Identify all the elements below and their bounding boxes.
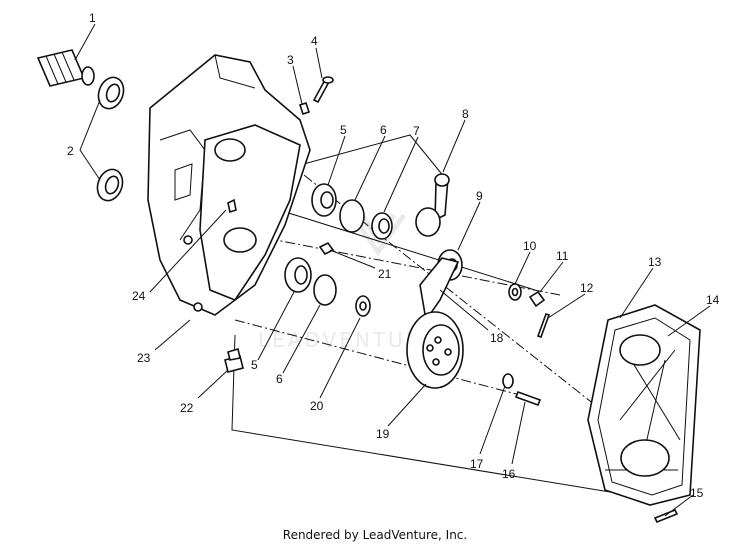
callout-8: 8 [462,107,469,121]
callout-13: 13 [648,255,662,269]
cover-bolt-15 [653,508,679,524]
plug-22 [224,347,244,373]
callout-17: 17 [470,457,484,471]
bearing-upper [311,183,337,217]
nut-21 [318,241,335,256]
callout-12: 12 [580,281,594,295]
callout-6-lower: 6 [276,372,283,386]
washer-20 [355,295,371,317]
washer-10 [508,283,522,301]
callout-18: 18 [490,331,504,345]
snap-ring-lower [313,274,337,306]
watermark-text: LEADVENTURE [258,328,438,352]
bolt-3 [298,101,311,116]
bushing [371,212,393,240]
drive-chain [419,257,460,323]
callout-7: 7 [413,124,420,138]
callout-leaders [74,23,711,517]
callout-5-lower: 5 [251,358,258,372]
callout-2: 2 [67,144,74,158]
callout-22: 22 [180,401,194,415]
callout-16: 16 [502,467,516,481]
bearing-lower [284,257,312,293]
callout-9: 9 [476,189,483,203]
callout-6: 6 [380,123,387,137]
callout-4: 4 [311,34,318,48]
callout-15: 15 [690,486,704,500]
callout-19: 19 [376,427,390,441]
render-credit: Rendered by LeadVenture, Inc. [282,528,468,542]
callout-24: 24 [132,289,146,303]
input-shaft [36,49,95,87]
callout-10: 10 [523,239,537,253]
callout-14: 14 [706,293,720,307]
callout-21: 21 [378,267,392,281]
callout-labels: 1 2 3 4 5 6 7 8 9 10 11 12 13 14 15 16 1… [67,11,720,500]
snap-ring-upper [339,199,365,233]
callout-23: 23 [137,351,151,365]
callout-1: 1 [89,11,96,25]
cotter-pin-12 [536,312,551,339]
chaincase-cover [587,304,701,506]
callout-5: 5 [340,123,347,137]
nut-11 [528,290,546,308]
callout-20: 20 [310,399,324,413]
bolt-16 [514,390,542,407]
callout-11: 11 [556,249,569,263]
seal-lower [96,168,124,202]
lower-sprocket [406,311,464,389]
watermark: LEADVENTURE [258,213,438,352]
bolt-4 [312,76,334,104]
tensioner-arm [415,173,450,237]
stud-24 [227,198,237,214]
callout-3: 3 [287,53,294,67]
washer-17 [502,373,514,389]
seal-upper [97,76,125,110]
